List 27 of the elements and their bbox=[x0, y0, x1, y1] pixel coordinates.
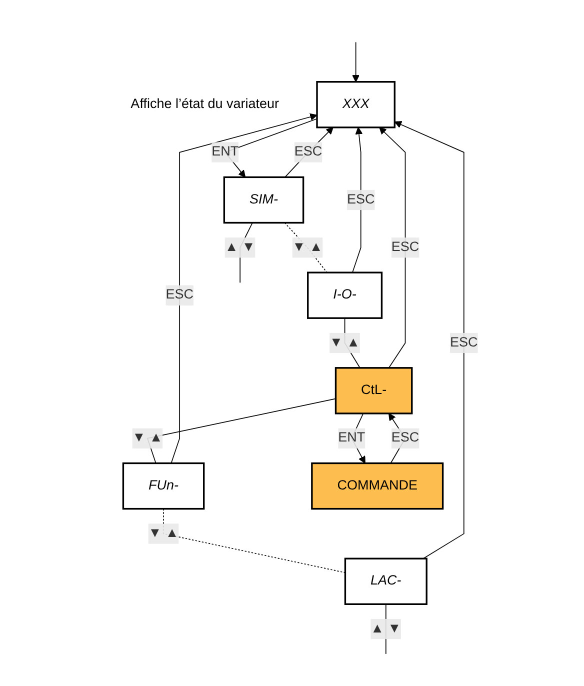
edge-label: ▼ ▲ bbox=[148, 526, 179, 540]
node-box: I-O- bbox=[307, 272, 383, 319]
edge-label: ESC bbox=[391, 240, 420, 254]
node-box: SIM- bbox=[223, 176, 304, 224]
edge-label: ESC bbox=[450, 335, 478, 350]
node-box: COMMANDE bbox=[311, 462, 444, 510]
node-label: Affiche l’état du variateur bbox=[130, 97, 280, 112]
edge-label: ▼ ▲ bbox=[292, 240, 323, 254]
edge-label: ESC bbox=[391, 430, 420, 446]
arrow bbox=[352, 42, 360, 82]
node-box: FUn- bbox=[122, 462, 205, 510]
connector bbox=[284, 222, 328, 273]
edge-label: ▲ ▼ bbox=[224, 240, 256, 254]
edge-label: ▼ ▲ bbox=[330, 335, 360, 350]
edge-label: ENT bbox=[338, 430, 366, 446]
edge-label: ESC bbox=[294, 144, 322, 160]
edge-label: ▲ ▼ bbox=[370, 621, 402, 636]
arrow bbox=[394, 121, 464, 560]
arrow bbox=[284, 127, 334, 178]
node-box: LAC- bbox=[344, 558, 428, 605]
edge-label: ESC bbox=[346, 192, 375, 207]
node-box: XXX bbox=[316, 81, 396, 128]
node-box: CtL- bbox=[334, 367, 413, 414]
arrow bbox=[379, 127, 406, 368]
edge-label: ▼ ▲ bbox=[132, 430, 163, 446]
edge-label: ENT bbox=[212, 144, 239, 160]
edge-label: ESC bbox=[166, 288, 194, 302]
